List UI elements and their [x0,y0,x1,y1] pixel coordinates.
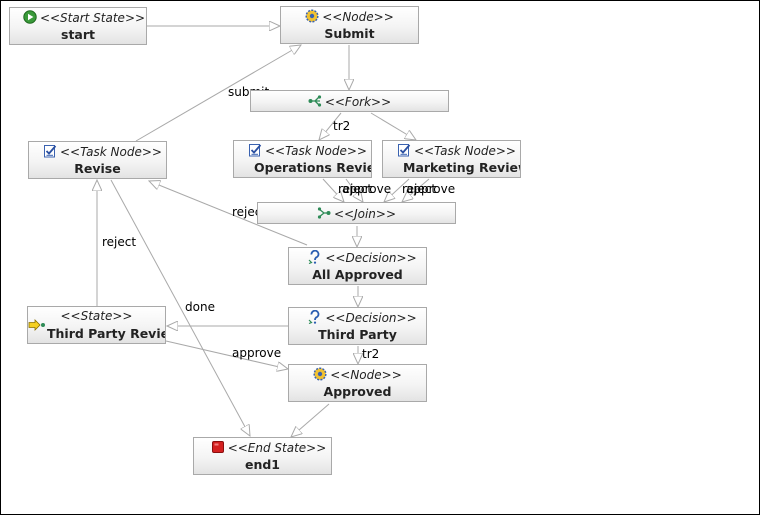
edge-marketing-join-a[interactable] [384,178,410,202]
edge-label-done: done [185,300,215,314]
edge-allapproved-revise[interactable] [149,181,308,246]
node-stereotype: <<Fork>> [324,95,392,109]
node-name: Revise [74,161,121,176]
gear-icon [313,367,327,381]
node-join[interactable]: <<Join>> [257,202,456,224]
edge-label-approve-operations: approve [342,182,391,196]
edge-revise-end[interactable] [110,179,250,436]
edge-fork-operations[interactable] [319,112,342,140]
join-icon [317,206,331,220]
node-stereotype: <<Join>> [333,207,397,221]
node-name: Third Party [318,327,397,342]
node-stereotype: <<Node>> [322,10,394,24]
node-name: start [61,27,95,42]
task-icon [43,144,57,158]
node-operations-review[interactable]: <<Task Node>> Operations Revie [233,140,372,178]
edge-label-approve-marketing: approve [406,182,455,196]
node-name: Marketing Review [403,160,521,175]
node-all-approved[interactable]: <<Decision>> All Approved [288,247,427,285]
edge-marketing-join-b[interactable] [402,178,430,202]
node-stereotype: <<Task Node>> [414,144,516,158]
node-submit[interactable]: <<Node>> Submit [280,6,419,44]
task-icon [397,143,411,157]
edge-label-tr2-decision: tr2 [362,347,379,361]
edge-operations-join-b[interactable] [345,178,363,202]
edge-label-tr2-fork: tr2 [333,119,350,133]
edge-label-reject-marketing: reject [402,182,436,196]
node-stereotype: <<State>> [60,309,133,323]
edge-approved-end[interactable] [291,403,330,437]
edge-thirdstate-approved[interactable] [165,340,288,369]
play-icon [23,10,37,24]
node-name: end1 [244,457,281,472]
edge-label-reject-operations: reject [338,182,372,196]
node-revise[interactable]: <<Task Node>> Revise [28,141,167,179]
stop-icon [211,440,225,454]
node-name: Submit [324,26,375,41]
node-start[interactable]: <<Start State>> start [9,7,147,45]
node-marketing-review[interactable]: <<Task Node>> Marketing Review [382,140,521,178]
node-name: Third Party Revie [47,326,166,341]
node-stereotype: <<Decision>> [325,251,417,265]
gear-icon [305,9,319,23]
node-stereotype: <<End State>> [227,441,327,455]
edge-operations-join-a[interactable] [322,178,344,202]
fork-icon [308,94,322,108]
edge-label-reject-third: reject [102,235,136,249]
node-name: All Approved [312,267,403,282]
node-stereotype: <<Task Node>> [265,144,367,158]
node-third-party[interactable]: <<Decision>> Third Party [288,307,427,345]
node-stereotype: <<Node>> [330,368,402,382]
state-icon [28,318,45,332]
edge-fork-marketing[interactable] [370,112,416,140]
node-approved[interactable]: <<Node>> Approved [288,364,427,402]
edge-revise-submit[interactable] [135,45,301,142]
node-end1[interactable]: <<End State>> end1 [193,437,332,475]
edge-label-approve-third: approve [232,346,281,360]
decision-icon [308,310,322,324]
node-fork[interactable]: <<Fork>> [250,90,449,112]
node-third-party-review[interactable]: <<State>> Third Party Revie [27,306,166,344]
node-name: Approved [323,384,392,399]
decision-icon [308,250,322,264]
node-stereotype: <<Decision>> [325,311,417,325]
task-icon [248,143,262,157]
node-stereotype: <<Start State>> [39,11,146,25]
node-stereotype: <<Task Node>> [60,145,162,159]
node-name: Operations Revie [254,160,372,175]
